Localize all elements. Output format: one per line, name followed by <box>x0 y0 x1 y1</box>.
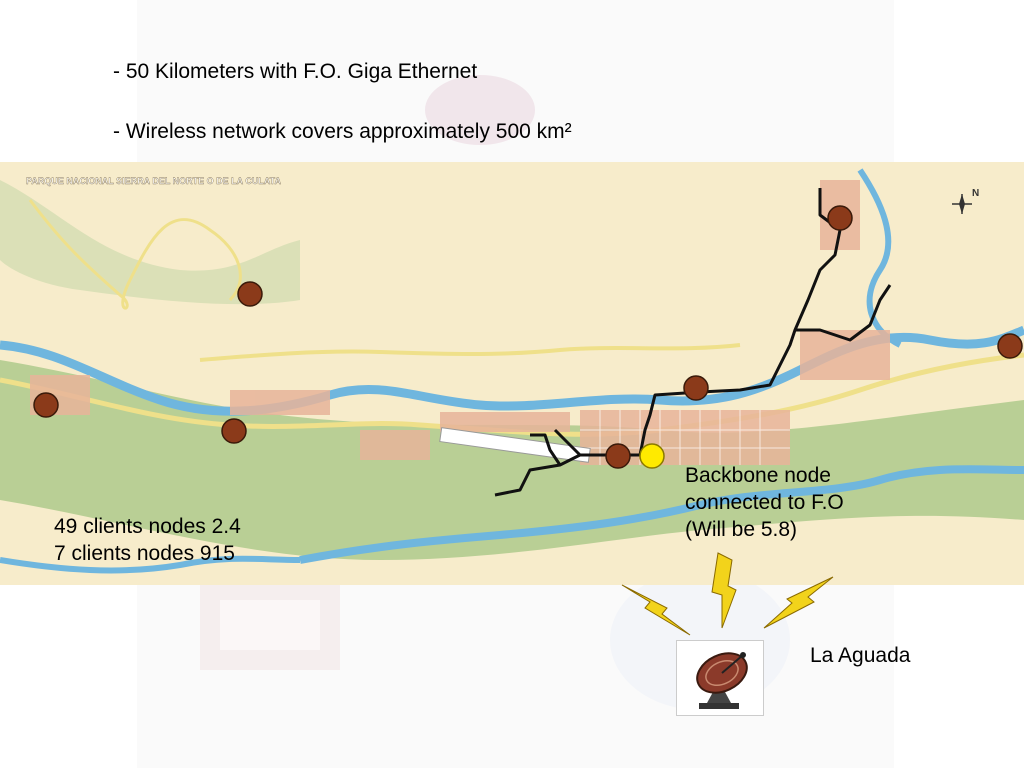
client-node <box>221 418 247 444</box>
map-title: PARQUE NACIONAL SIERRA DEL NORTE O DE LA… <box>26 176 282 186</box>
lightning-bolt-right <box>763 576 834 629</box>
satellite-dish-icon <box>676 640 764 716</box>
backbone-line-south <box>494 463 561 497</box>
clients-line-915: 7 clients nodes 915 <box>54 542 235 565</box>
road-main <box>0 352 1024 437</box>
backbone-line-branch <box>553 428 582 457</box>
river-south <box>299 465 1024 564</box>
lightning-bolt-center <box>711 552 737 629</box>
valley-area-upper <box>0 180 300 305</box>
client-node <box>997 333 1023 359</box>
backbone-line-main <box>638 188 842 456</box>
client-node <box>683 375 709 401</box>
clients-note: 49 clients nodes 2.4 7 clients nodes 915 <box>54 513 241 567</box>
backbone-note: Backbone node connected to F.O (Will be … <box>685 462 844 543</box>
road-mountain <box>28 199 242 310</box>
backbone-line-east <box>795 284 892 342</box>
backbone-line-1: Backbone node <box>685 464 831 487</box>
river-west <box>0 555 301 574</box>
backbone-line-3: (Will be 5.8) <box>685 518 798 541</box>
client-node <box>237 281 263 307</box>
backbone-line-west <box>530 433 640 467</box>
lightning-bolt-icon <box>621 552 834 636</box>
client-nodes <box>33 205 1023 469</box>
bullet-wireless: - Wireless network covers approximately … <box>113 120 572 143</box>
compass-north-icon: N <box>952 188 979 214</box>
backbone-node <box>639 443 665 469</box>
svg-text:N: N <box>972 188 979 199</box>
clients-line-24: 49 clients nodes 2.4 <box>54 515 241 538</box>
client-node <box>605 443 631 469</box>
lightning-bolt-left <box>621 584 691 636</box>
road-north <box>199 343 741 362</box>
fiber-backbone <box>494 188 892 497</box>
backbone-line-2: connected to F.O <box>685 491 844 514</box>
valley-area <box>0 360 1024 560</box>
river-north <box>857 168 902 348</box>
client-node <box>33 392 59 418</box>
station-label: La Aguada <box>810 644 911 667</box>
client-node <box>827 205 853 231</box>
bullet-fiber: - 50 Kilometers with F.O. Giga Ethernet <box>113 60 478 83</box>
